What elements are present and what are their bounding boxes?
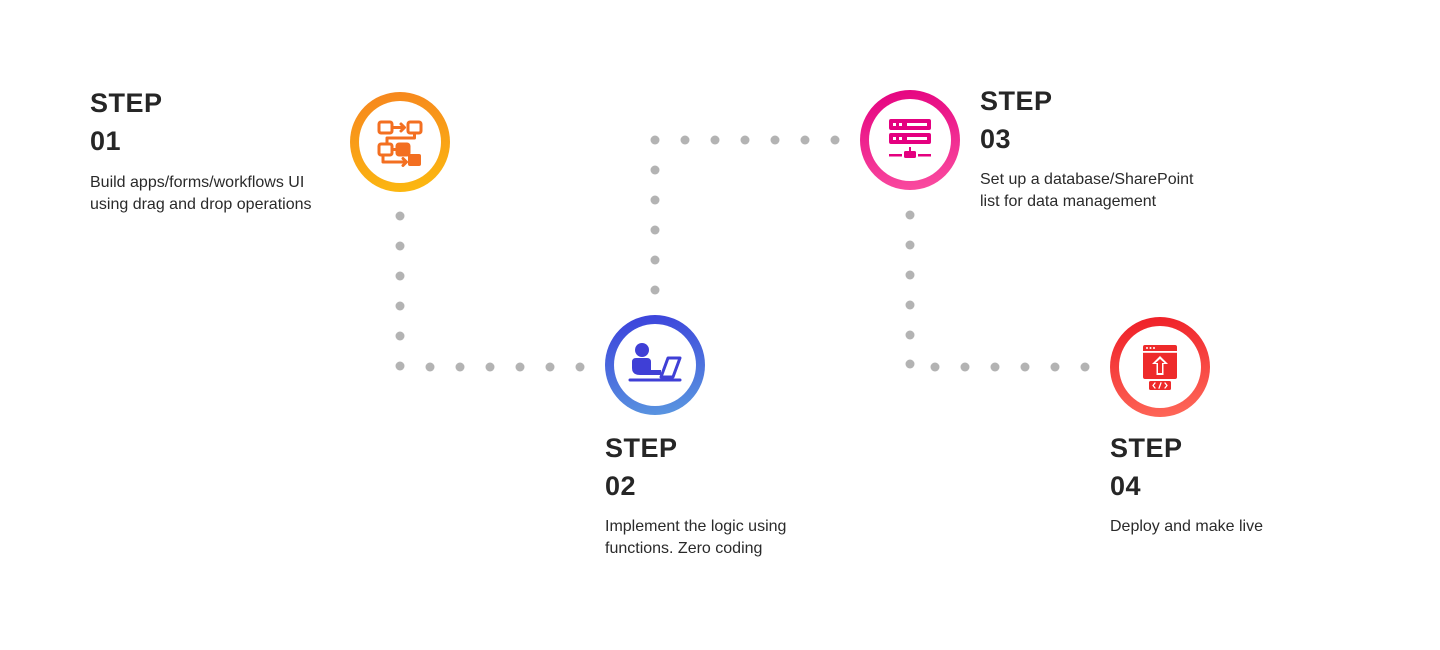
step-1-description-line-1: Build apps/forms/workflows UI <box>90 174 305 191</box>
step-3-badge <box>860 90 960 190</box>
connector-dot <box>1020 362 1030 372</box>
connector-dot <box>395 241 405 251</box>
connector-dot <box>930 362 940 372</box>
step-3-number: 03 <box>980 124 1012 154</box>
connector-dot <box>650 255 660 265</box>
step-4-number: 04 <box>1110 471 1142 501</box>
step-2-badge <box>605 315 705 415</box>
step-1-title: STEP 01 <box>90 84 163 160</box>
connector-dot <box>905 330 915 340</box>
step-3-title: STEP 03 <box>980 82 1053 158</box>
connector-dot <box>1050 362 1060 372</box>
step-4-description-line-1: Deploy and make live <box>1110 518 1263 535</box>
connector-dot <box>485 362 495 372</box>
step-2-label: STEP <box>605 433 678 463</box>
workflow-icon <box>377 120 423 167</box>
connector-dot <box>515 362 525 372</box>
connector-dot <box>905 270 915 280</box>
step-1-description: Build apps/forms/workflows UI using drag… <box>90 172 312 216</box>
connector-dot <box>455 362 465 372</box>
step-2-description: Implement the logic using functions. Zer… <box>605 516 786 560</box>
step-4-title: STEP 04 <box>1110 429 1183 505</box>
step-2-number: 02 <box>605 471 637 501</box>
connector-dot <box>545 362 555 372</box>
connector-dot <box>650 225 660 235</box>
connector-dot <box>830 135 840 145</box>
connector-dot <box>395 301 405 311</box>
step-4-description: Deploy and make live <box>1110 516 1263 538</box>
connector-dot <box>905 240 915 250</box>
connector-dot <box>1080 362 1090 372</box>
step-3-description: Set up a database/SharePoint list for da… <box>980 169 1194 213</box>
connector-dot <box>710 135 720 145</box>
connector-dot <box>425 362 435 372</box>
connector-dot <box>395 271 405 281</box>
connector-dot <box>990 362 1000 372</box>
step-1-description-line-2: using drag and drop operations <box>90 196 312 213</box>
connector-dot <box>650 285 660 295</box>
step-1-number: 01 <box>90 126 122 156</box>
connector-dot <box>800 135 810 145</box>
step-2-title: STEP 02 <box>605 429 678 505</box>
connector-dot <box>650 195 660 205</box>
step-3-description-line-2: list for data management <box>980 193 1157 210</box>
connector-dot <box>575 362 585 372</box>
step-3-label: STEP <box>980 86 1053 116</box>
connector-dot <box>905 300 915 310</box>
step-4-label: STEP <box>1110 433 1183 463</box>
step-2-description-line-1: Implement the logic using <box>605 518 787 535</box>
connector-dot <box>395 211 405 221</box>
step-4-badge <box>1110 317 1210 417</box>
step-3-description-line-1: Set up a database/SharePoint <box>980 171 1194 188</box>
connector-dot <box>770 135 780 145</box>
connector-dot <box>960 362 970 372</box>
connector-dot <box>905 210 915 220</box>
connector-dot <box>905 359 915 369</box>
connector-dot <box>650 165 660 175</box>
database-server-icon <box>889 119 931 158</box>
connector-dot <box>680 135 690 145</box>
step-1-label: STEP <box>90 88 163 118</box>
connector-dot <box>395 361 405 371</box>
developer-laptop-icon <box>628 343 682 382</box>
connector-dot <box>395 331 405 341</box>
step-2-description-line-2: functions. Zero coding <box>605 540 763 557</box>
connector-dot <box>650 135 660 145</box>
step-1-badge <box>350 92 450 192</box>
connector-dot <box>740 135 750 145</box>
deploy-upload-icon <box>1143 345 1177 390</box>
